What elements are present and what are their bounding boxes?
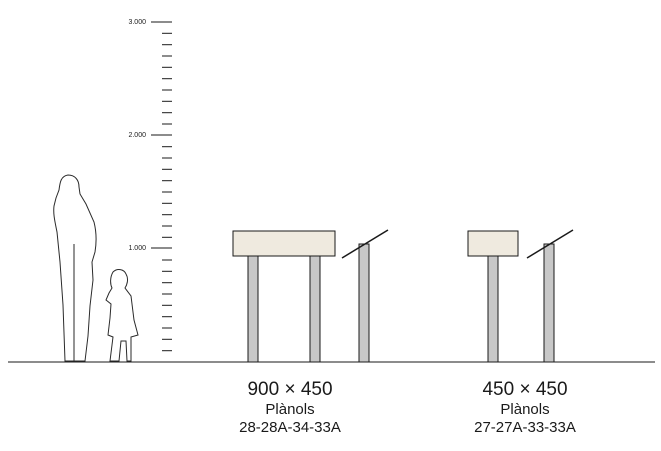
sign-900-plans-code: 28-28A-34-33A (239, 419, 341, 436)
sign-450-post (487, 255, 499, 363)
sign-900-post-right (309, 255, 321, 363)
sign-900-plans-label: Plànols (265, 401, 315, 418)
scale-label-3000: 3.000 (128, 19, 146, 26)
sign-900-size-label: 900 × 450 (247, 379, 333, 400)
scale-label-2000: 2.000 (128, 132, 146, 139)
sign-450-side-post (543, 243, 555, 363)
sign-450-side-panel (526, 229, 574, 259)
sign-900-side-panel (341, 229, 389, 259)
adult-silhouette (53, 174, 97, 362)
sign-450-size-label: 450 × 450 (482, 379, 568, 400)
sign-450-plans-label: Plànols (500, 401, 550, 418)
sign-450x450 (467, 229, 574, 363)
sign-900x450 (232, 229, 389, 363)
sign-900-post-left (247, 255, 259, 363)
sign-900-side-post (358, 243, 370, 363)
sign-900-caption: 900 × 450 Plànols 28-28A-34-33A (210, 380, 370, 435)
sign-450-caption: 450 × 450 Plànols 27-27A-33-33A (445, 380, 605, 435)
scale-label-1000: 1.000 (128, 245, 146, 252)
height-scale: 3.000 2.000 1.000 (128, 19, 172, 352)
sign-450-panel (467, 230, 519, 257)
sign-450-plans-code: 27-27A-33-33A (474, 419, 576, 436)
child-silhouette (105, 269, 139, 362)
scale-minor-ticks (162, 32, 172, 352)
sign-900-panel (232, 230, 336, 257)
